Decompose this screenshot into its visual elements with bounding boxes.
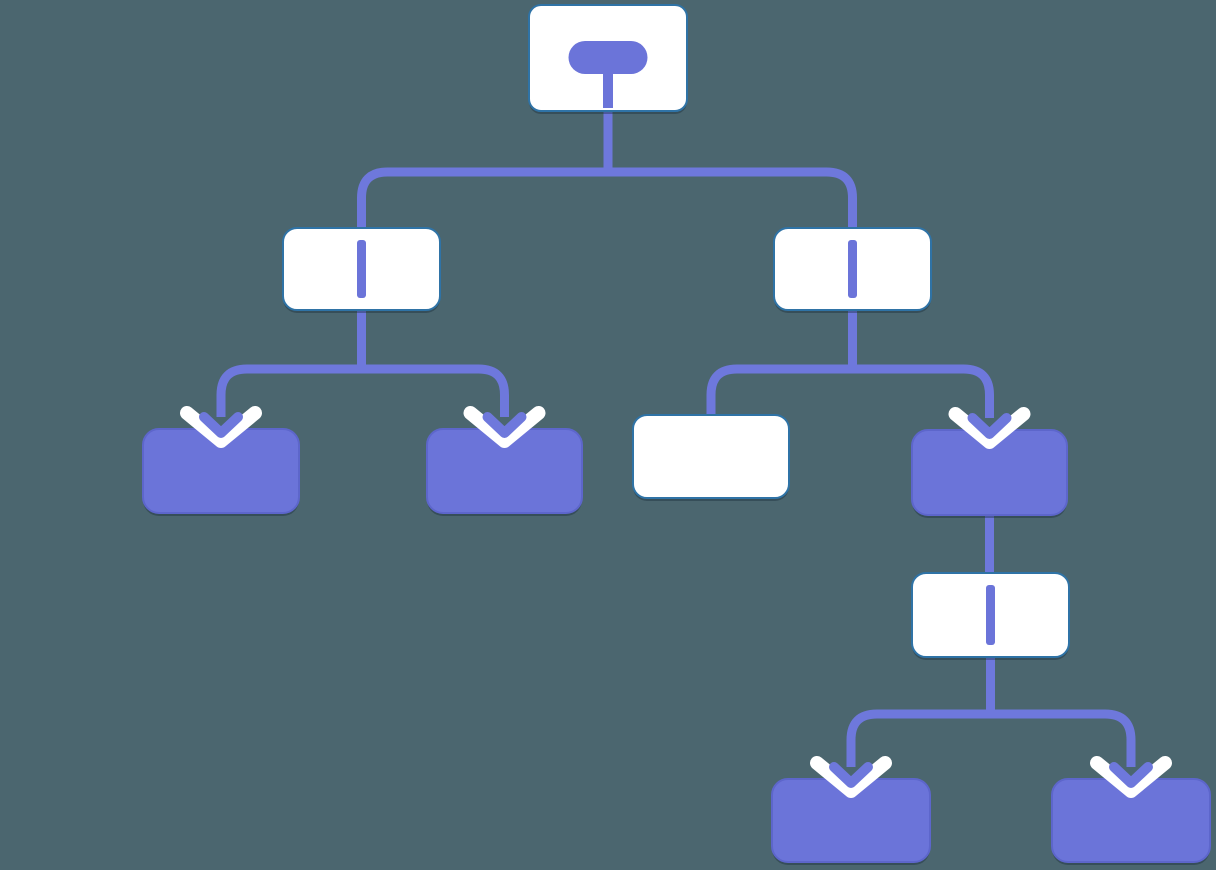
divider-line-icon xyxy=(848,240,857,298)
connector-fork-left-split xyxy=(216,364,509,417)
connector-fork-right-split xyxy=(706,364,994,418)
arrowhead-icon xyxy=(967,413,1012,439)
arrowhead-icon xyxy=(1109,762,1153,788)
arrowhead-icon xyxy=(829,762,873,788)
arrow-chevron-white-icon xyxy=(1090,756,1172,798)
connector-fork-lower-split xyxy=(846,709,1136,767)
arrowhead-icon xyxy=(199,412,243,438)
divider-line-icon xyxy=(986,585,995,645)
arrow-chevron-white-icon xyxy=(810,756,892,798)
arrow-chevron-white-icon xyxy=(180,406,262,448)
connector-fork-root-split xyxy=(357,167,857,228)
arrowhead-icon xyxy=(482,412,527,438)
arrow-chevron-white-icon xyxy=(948,407,1031,449)
arrow-chevron-white-icon xyxy=(463,406,546,448)
node-node-plain[interactable] xyxy=(632,414,790,499)
root-pill-icon xyxy=(568,41,648,74)
divider-line-icon xyxy=(357,240,366,298)
root-stem-icon xyxy=(603,70,613,108)
